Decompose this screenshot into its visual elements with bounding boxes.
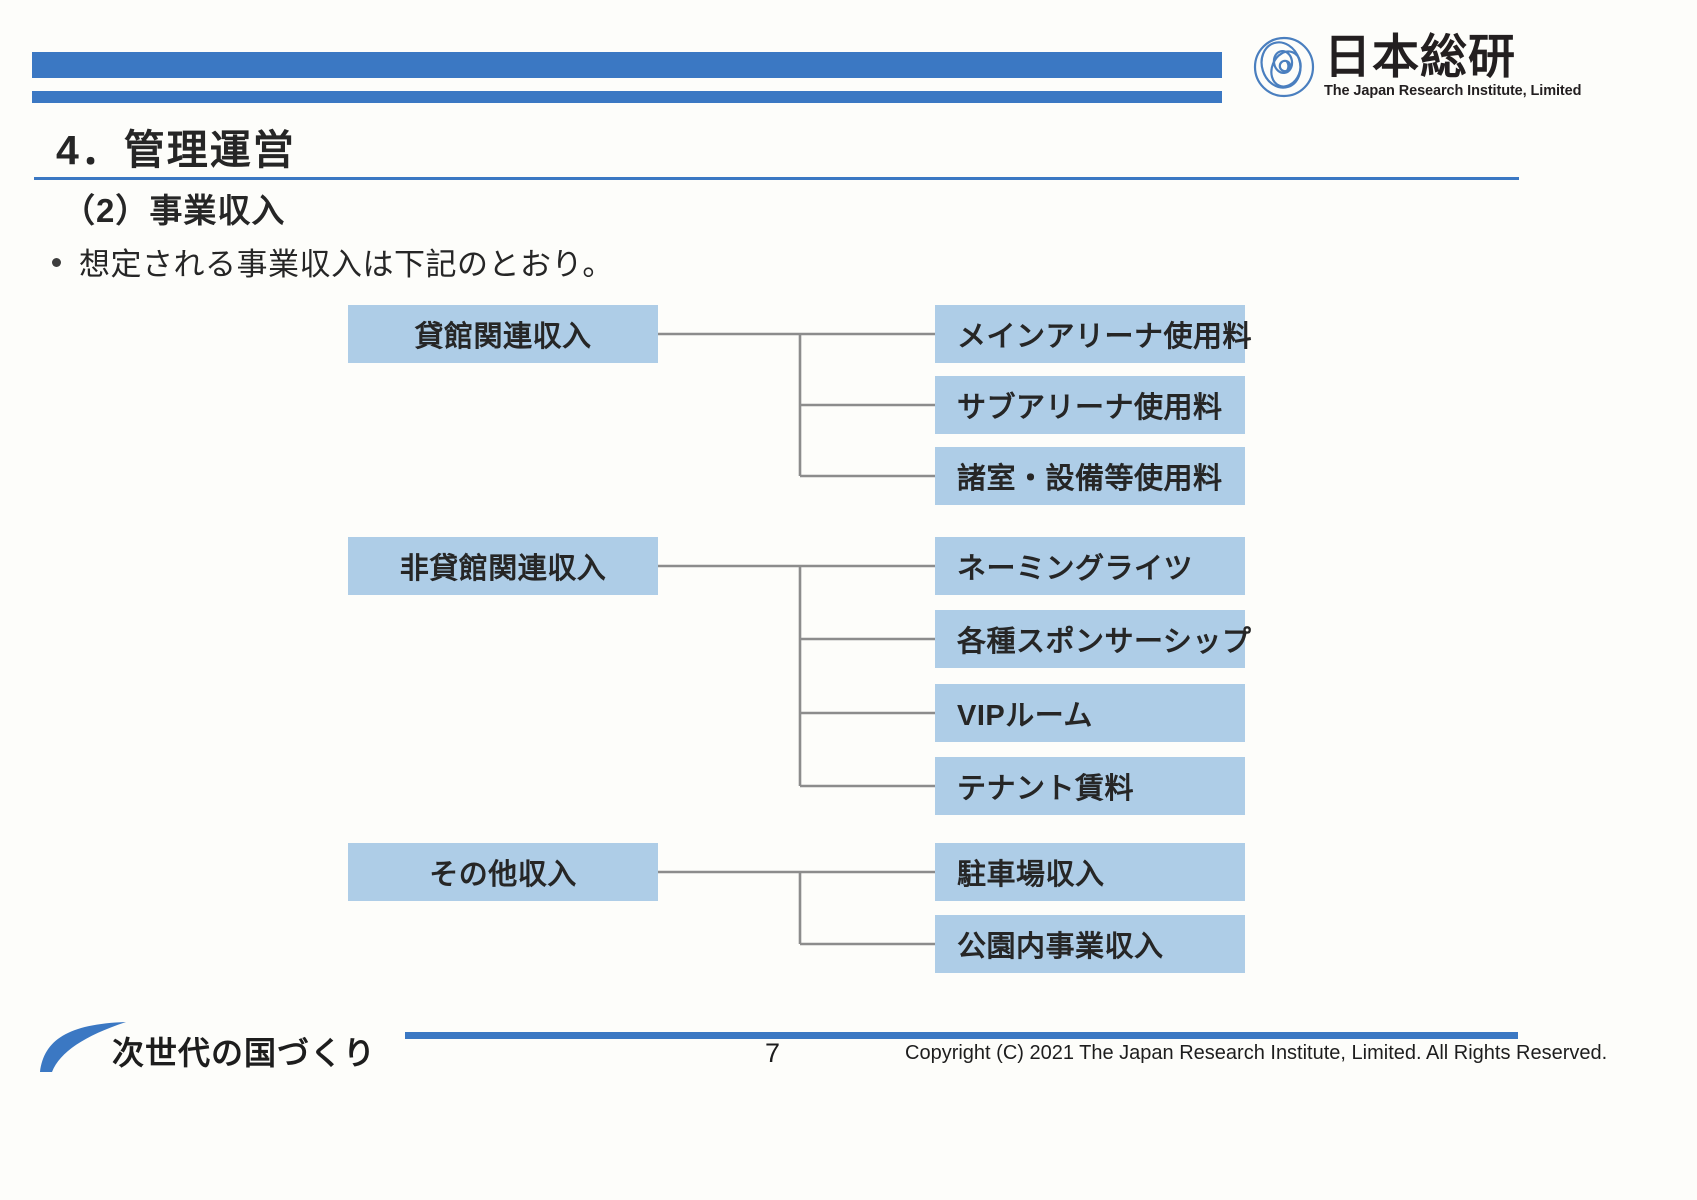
node-child-3-1-label: 駐車場収入 bbox=[957, 859, 1105, 891]
node-parent-2-label: 非貸館関連収入 bbox=[399, 553, 607, 585]
node-child-2-3-label: VIPルーム bbox=[957, 700, 1093, 732]
logo-english-name: The Japan Research Institute, Limited bbox=[1324, 82, 1582, 99]
node-parent-1[interactable]: 貸館関連収入 bbox=[348, 305, 658, 363]
node-child-1-1[interactable]: メインアリーナ使用料 bbox=[935, 305, 1252, 363]
node-child-1-1-label: メインアリーナ使用料 bbox=[957, 321, 1253, 353]
logo-mark-icon bbox=[1253, 36, 1315, 98]
node-child-3-2[interactable]: 公園内事業収入 bbox=[935, 915, 1245, 973]
bullet-text: 想定される事業収入は下記のとおり。 bbox=[79, 247, 614, 282]
header-bar-thin bbox=[32, 91, 1222, 103]
page-subtitle: （2）事業収入 bbox=[62, 192, 286, 229]
node-child-2-3[interactable]: VIPルーム bbox=[935, 684, 1245, 742]
node-child-1-2-label: サブアリーナ使用料 bbox=[957, 392, 1223, 424]
node-parent-1-label: 貸館関連収入 bbox=[414, 321, 592, 353]
bullet-dot-icon bbox=[52, 258, 61, 267]
logo-japanese-name: 日本総研 bbox=[1324, 30, 1516, 83]
node-child-1-2[interactable]: サブアリーナ使用料 bbox=[935, 376, 1245, 434]
node-child-2-1[interactable]: ネーミングライツ bbox=[935, 537, 1245, 595]
bullet-line: 想定される事業収入は下記のとおり。 bbox=[52, 239, 614, 284]
node-child-2-2[interactable]: 各種スポンサーシップ bbox=[935, 610, 1251, 668]
page-title: 4．管理運営 bbox=[56, 127, 296, 173]
node-parent-2[interactable]: 非貸館関連収入 bbox=[348, 537, 658, 595]
node-child-3-2-label: 公園内事業収入 bbox=[957, 931, 1164, 963]
node-child-3-1[interactable]: 駐車場収入 bbox=[935, 843, 1245, 901]
company-logo: 日本総研 The Japan Research Institute, Limit… bbox=[1252, 33, 1581, 113]
page-number: 7 bbox=[765, 1038, 781, 1068]
node-parent-3-label: その他収入 bbox=[429, 859, 577, 891]
node-child-2-4[interactable]: テナント賃料 bbox=[935, 757, 1245, 815]
copyright-notice: Copyright (C) 2021 The Japan Research In… bbox=[905, 1042, 1608, 1064]
footer-swoosh-icon bbox=[40, 1022, 126, 1072]
footer-divider bbox=[405, 1032, 1518, 1039]
node-child-1-3-label: 諸室・設備等使用料 bbox=[957, 463, 1223, 495]
header-bar-thick bbox=[32, 52, 1222, 78]
node-child-2-2-label: 各種スポンサーシップ bbox=[957, 626, 1252, 658]
node-parent-3[interactable]: その他収入 bbox=[348, 843, 658, 901]
node-child-1-3[interactable]: 諸室・設備等使用料 bbox=[935, 447, 1245, 505]
title-divider bbox=[34, 177, 1519, 180]
footer-tagline: 次世代の国づくり bbox=[112, 1035, 377, 1071]
node-child-2-4-label: テナント賃料 bbox=[957, 773, 1135, 805]
node-child-2-1-label: ネーミングライツ bbox=[957, 553, 1194, 585]
